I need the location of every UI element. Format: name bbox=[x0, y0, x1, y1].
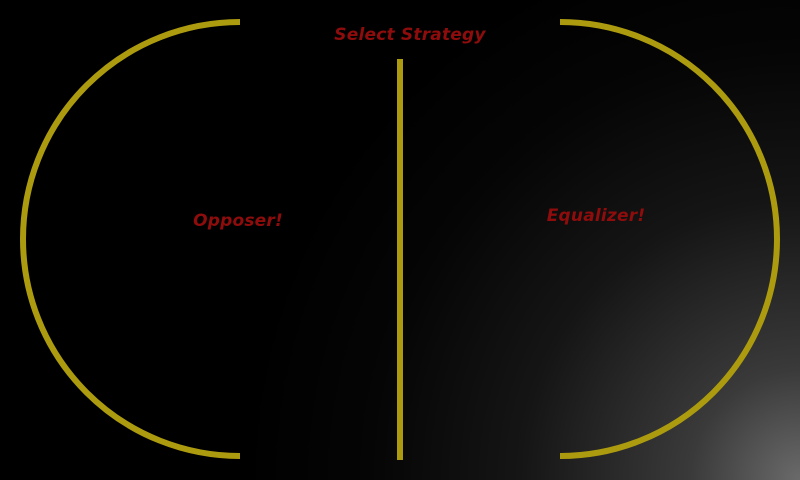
right-arc bbox=[559, 19, 780, 459]
page-title: Select Strategy bbox=[334, 25, 486, 45]
equalizer-option-label[interactable]: Equalizer! bbox=[546, 206, 646, 226]
equalizer-strategy-button[interactable] bbox=[405, 20, 780, 460]
left-arc bbox=[20, 19, 241, 459]
opposer-option-label[interactable]: Opposer! bbox=[193, 211, 283, 231]
opposer-strategy-button[interactable] bbox=[20, 20, 395, 460]
